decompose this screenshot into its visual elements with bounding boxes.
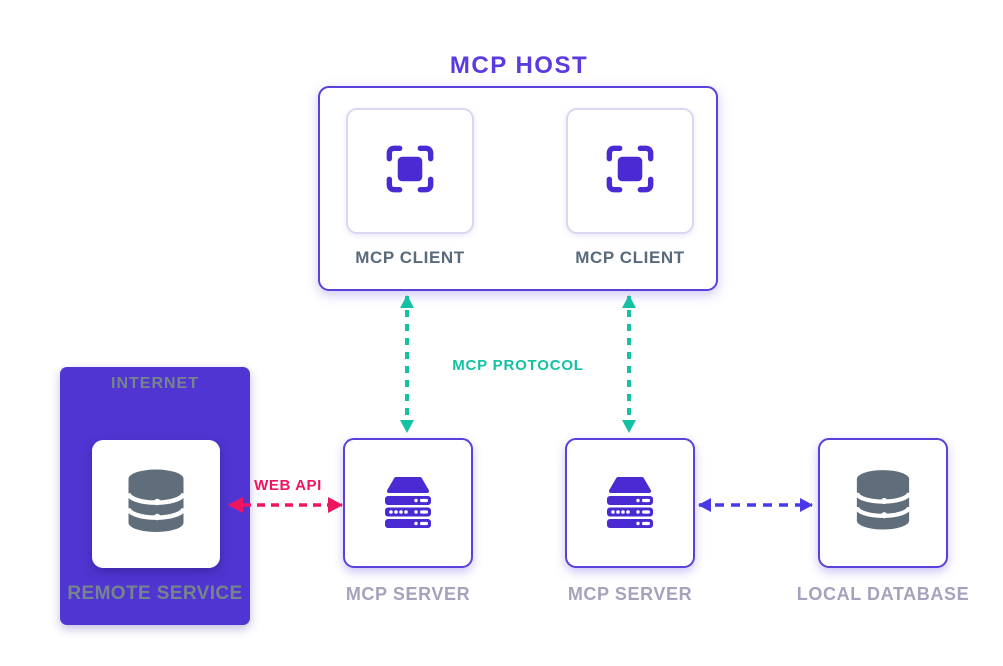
mcp-server-label-1: MCP SERVER — [345, 584, 471, 604]
mcp-server-box-1 — [343, 438, 473, 568]
diagram-title: MCP HOST — [449, 52, 589, 79]
mcp-server-label-2: MCP SERVER — [567, 584, 693, 604]
remote-service-card — [92, 440, 220, 568]
scan-frame-icon — [599, 138, 661, 205]
remote-service-label: REMOTE SERVICE — [67, 583, 243, 604]
server-stack-icon — [376, 469, 440, 538]
database-icon — [845, 463, 921, 544]
internet-box: INTERNET REMOTE SERVICE — [60, 367, 250, 625]
mcp-protocol-label: MCP PROTOCOL — [452, 357, 584, 374]
local-database-label: LOCAL DATABASE — [796, 584, 970, 604]
database-icon — [116, 462, 196, 547]
mcp-server-box-2 — [565, 438, 695, 568]
mcp-client-card-2 — [566, 108, 694, 234]
server-stack-icon — [598, 469, 662, 538]
mcp-client-label-1: MCP CLIENT — [355, 248, 465, 267]
mcp-client-card-1 — [346, 108, 474, 234]
scan-frame-icon — [379, 138, 441, 205]
local-database-box — [818, 438, 948, 568]
mcp-host-box: MCP CLIENT MCP CLIENT — [318, 86, 718, 291]
internet-label: INTERNET — [111, 375, 199, 392]
web-api-label: WEB API — [254, 477, 322, 494]
mcp-client-label-2: MCP CLIENT — [575, 248, 685, 267]
